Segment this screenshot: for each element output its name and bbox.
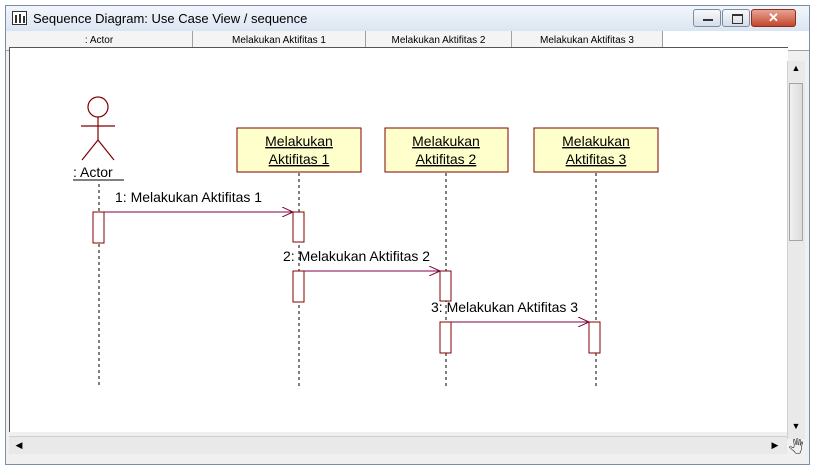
message-label-3[interactable]: 3: Melakukan Aktifitas 3: [431, 299, 578, 315]
message-label-1[interactable]: 1: Melakukan Aktifitas 1: [115, 189, 262, 205]
maximize-icon: [732, 14, 743, 24]
activation-aktifitas-3[interactable]: [588, 321, 601, 354]
object-box-aktifitas-2[interactable]: Melakukan Aktifitas 2: [384, 127, 509, 173]
message-label-2[interactable]: 2: Melakukan Aktifitas 2: [283, 248, 430, 264]
actor-stick-figure-icon[interactable]: [81, 96, 115, 161]
header-cell-aktifitas-3[interactable]: Melakukan Aktifitas 3: [512, 31, 663, 50]
maximize-button[interactable]: [722, 9, 750, 27]
header-cell-aktifitas-1[interactable]: Melakukan Aktifitas 1: [193, 31, 366, 50]
object-3-line1: Melakukan: [562, 133, 630, 149]
activation-actor[interactable]: [92, 211, 105, 244]
object-2-line2: Aktifitas 2: [416, 151, 477, 167]
header-cell-actor[interactable]: : Actor: [6, 31, 193, 50]
activation-aktifitas-1-b[interactable]: [292, 270, 305, 303]
scroll-right-icon[interactable]: ▶: [771, 440, 779, 450]
close-button[interactable]: ✕: [751, 9, 796, 27]
scroll-left-icon[interactable]: ◀: [15, 440, 23, 450]
close-icon: ✕: [768, 10, 779, 25]
object-box-aktifitas-3[interactable]: Melakukan Aktifitas 3: [533, 127, 659, 173]
window-title: Sequence Diagram: Use Case View / sequen…: [33, 11, 308, 26]
title-bar[interactable]: Sequence Diagram: Use Case View / sequen…: [6, 6, 809, 32]
diagram-app-icon: [12, 11, 27, 25]
minimize-icon: [703, 19, 713, 21]
pan-hand-icon[interactable]: 🖑: [788, 439, 804, 455]
object-3-line2: Aktifitas 3: [566, 151, 627, 167]
horizontal-scrollbar[interactable]: ◀ ▶: [9, 436, 787, 454]
object-2-line1: Melakukan: [412, 133, 480, 149]
minimize-button[interactable]: [693, 9, 721, 27]
activation-aktifitas-1-a[interactable]: [292, 211, 305, 243]
actor-label[interactable]: : Actor: [73, 164, 113, 180]
vertical-scrollbar[interactable]: ▲ ▼: [787, 61, 805, 439]
activation-aktifitas-2-b[interactable]: [439, 321, 452, 354]
object-1-line2: Aktifitas 1: [269, 151, 330, 167]
object-1-line1: Melakukan: [265, 133, 333, 149]
diagram-canvas[interactable]: [9, 47, 788, 432]
activation-aktifitas-2-a[interactable]: [439, 270, 452, 302]
scroll-up-icon[interactable]: ▲: [791, 63, 801, 73]
header-cell-aktifitas-2[interactable]: Melakukan Aktifitas 2: [366, 31, 512, 50]
object-box-aktifitas-1[interactable]: Melakukan Aktifitas 1: [236, 127, 362, 173]
vertical-scroll-thumb[interactable]: [789, 83, 803, 241]
scroll-down-icon[interactable]: ▼: [791, 421, 801, 431]
